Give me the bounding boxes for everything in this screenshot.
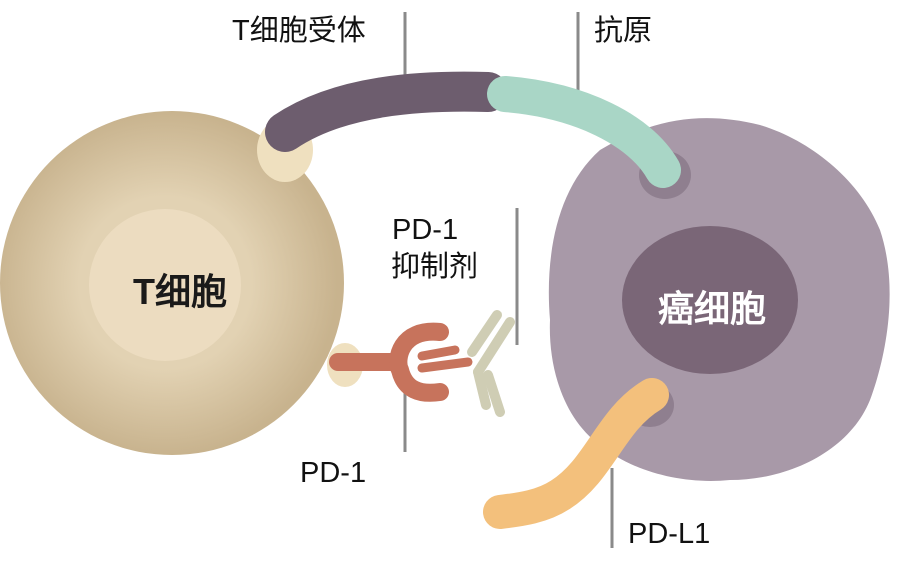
antigen — [487, 76, 681, 188]
antigen-label: 抗原 — [594, 15, 653, 47]
t-cell-receptor — [265, 71, 508, 152]
pd1-label: PD-1 — [300, 457, 367, 489]
t-cell-nucleus — [89, 209, 241, 361]
pd-l1 — [483, 378, 669, 529]
cancer-cell-nucleus — [622, 226, 798, 374]
pd1-inhibitor-label-line1: PD-1 — [392, 214, 459, 246]
cancer-cell-label: 癌细胞 — [658, 288, 767, 329]
pd-1-inhibitor-antibody — [467, 310, 515, 417]
t-cell-label: T细胞 — [133, 271, 227, 312]
pd-1 — [329, 322, 473, 402]
pdl1-label: PD-L1 — [628, 518, 711, 550]
t-cell-receptor-label: T细胞受体 — [232, 15, 366, 47]
pd1-inhibitor-label-line2: 抑制剂 — [391, 251, 479, 283]
